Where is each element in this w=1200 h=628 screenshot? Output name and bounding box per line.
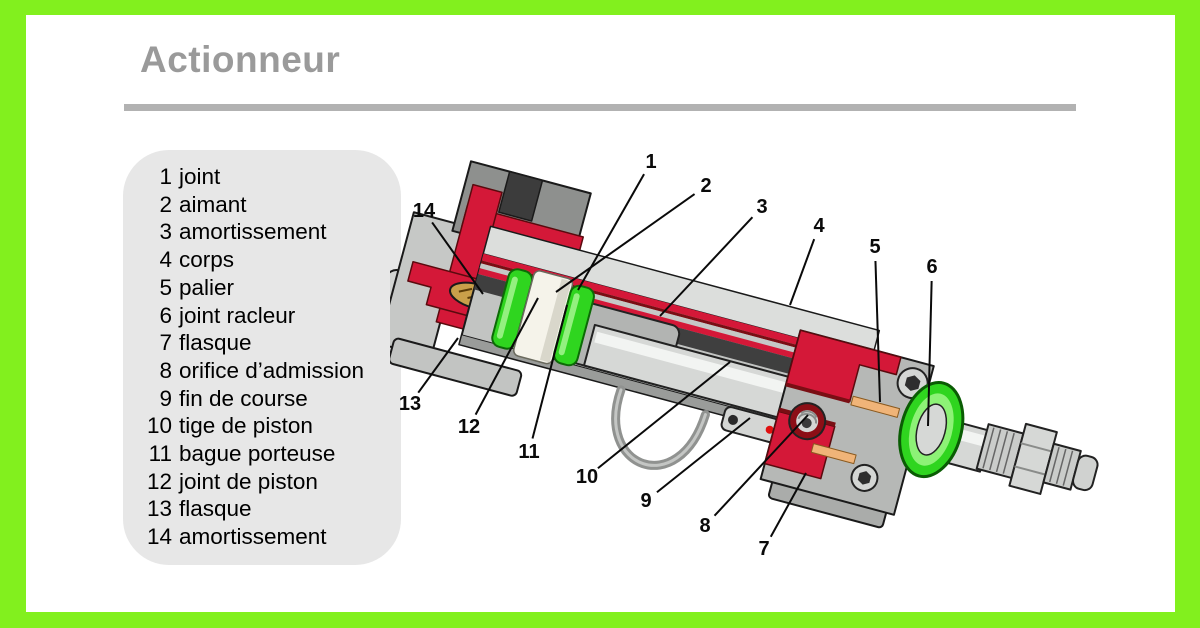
callout-number: 4 [813,215,825,237]
callout-leader-line [431,221,484,295]
legend-item-label: bague porteuse [179,441,336,467]
callout-number: 13 [399,393,421,415]
legend-item-number: 13 [146,496,172,522]
rod-thread-section-shape [975,423,1025,479]
wiper-seal-shape [898,381,965,479]
callout-leader-line [769,472,807,538]
legend-item-number: 1 [159,164,172,189]
legend-item: 4 corps [145,246,391,274]
callout-number: 14 [413,200,436,222]
page-title: Actionneur [140,39,341,80]
legend-item-label: palier [179,274,235,300]
legend-item: 14 amortissement [145,523,391,551]
legend-item: 1 joint [145,163,391,191]
callout-number: 9 [640,490,651,512]
callout-leader-line [656,417,751,494]
callout-leader-line [474,297,539,416]
legend-item-label: flasque [179,330,252,356]
legend-item-number: 5 [159,274,172,300]
legend-item-label: joint [179,164,221,189]
legend-item-number: 4 [159,247,172,273]
callout-number: 5 [869,236,880,258]
legend-item-number: 14 [146,524,172,550]
limit-switch-led-shape [765,425,774,434]
legend-item: 10 tige de piston [145,412,391,440]
legend-item: 6 joint racleur [145,302,391,330]
callout-leader-line [713,414,809,517]
legend-item-label: joint racleur [179,302,296,328]
callout-number: 1 [645,151,656,173]
legend-item-label: corps [179,247,235,273]
legend-item-label: amortissement [179,524,327,550]
legend-item-label: fin de course [179,385,308,411]
legend-item-label: amortissement [179,219,327,245]
legend-item-label: flasque [179,496,252,522]
legend-item: 7 flasque [145,329,391,357]
legend-item-label: joint de piston [179,468,318,494]
head-screw-bottom-shape [850,463,879,492]
piston-seal-right-highlight-shape [558,293,580,356]
piston-seal-left-highlight-shape [496,276,518,339]
callout-number: 7 [758,538,769,560]
sensor-cable-highlight-shape [614,388,707,467]
legend-item-number: 8 [159,357,172,383]
callout-leader-line [417,337,459,394]
admission-port-shape [788,402,827,441]
callout-leader-line [874,260,881,403]
legend-item-number: 6 [159,302,172,328]
callout-leader-line [531,304,568,439]
callout-leader-line [555,193,696,293]
callout-number: 8 [699,515,710,537]
legend-item: 11 bague porteuse [145,440,391,468]
legend-item: 3 amortissement [145,218,391,246]
callout-leader-line [789,238,816,306]
callout-leader-line [659,216,754,317]
legend-item: 13 flasque [145,495,391,523]
legend-item-number: 9 [159,385,172,411]
legend-item: 5 palier [145,274,391,302]
legend-item-label: aimant [179,191,247,217]
callout-number: 10 [576,466,598,488]
legend-item: 12 joint de piston [145,468,391,496]
parts-legend: 1 joint 2 aimant 3 amortissement 4 corps 5 palier… [123,150,401,565]
rod-bearing-upper-shape [850,395,901,418]
legend-item-label: tige de piston [179,413,313,439]
legend-item: 9 fin de course [145,385,391,413]
legend-item-number: 10 [146,413,172,439]
rear-flange-foot-shape [390,337,523,397]
callout-leader-line [577,173,645,291]
rod-thread-tip-shape [1042,442,1099,492]
legend-item-label: orifice d’admission [179,357,365,383]
rear-cap-notch-shape [498,170,544,222]
callout-number: 6 [926,256,937,278]
piston-magnet-shade-shape [539,278,572,363]
limit-switch-screw-shape [727,414,738,425]
legend-item: 8 orifice d’admission [145,357,391,385]
callout-number: 2 [700,175,711,197]
legend-item: 2 aimant [145,191,391,219]
legend-item-number: 7 [159,330,172,356]
cylinder-wall-cut-upper-shape [481,253,872,365]
legend-item-number: 3 [159,219,172,245]
legend-item-number: 11 [148,441,172,467]
callout-leader-line [597,361,731,470]
legend-item-number: 12 [146,468,172,494]
callout-number: 12 [458,416,480,438]
callout-number: 11 [518,441,539,463]
front-flange-cut-line1-shape [785,382,851,404]
legend-item-number: 2 [159,191,172,217]
title-divider [124,104,1076,111]
callout-leader-line [927,280,933,427]
callout-number: 3 [756,196,767,218]
rod-bearing-lower-shape [810,443,857,465]
